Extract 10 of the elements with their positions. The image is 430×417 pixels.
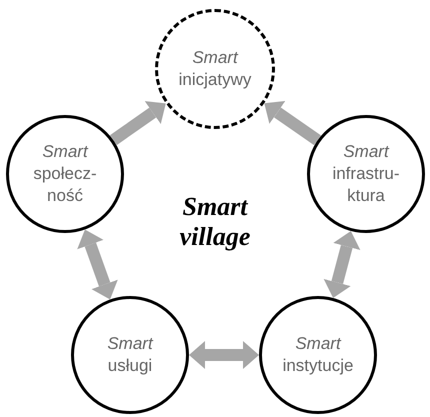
node-label: Smart infrastru-ktura (331, 141, 401, 207)
block-arrow (110, 101, 166, 146)
block-arrow (189, 341, 259, 369)
block-arrow (264, 100, 321, 146)
node-label: Smart społecz-ność (32, 141, 98, 207)
node-label: Smart inicjatywy (178, 47, 252, 91)
node-label: Smart usługi (106, 333, 154, 377)
node-label: Smart instytucje (282, 333, 354, 377)
center-title: Smart village (178, 192, 252, 252)
block-arrow (324, 231, 360, 298)
